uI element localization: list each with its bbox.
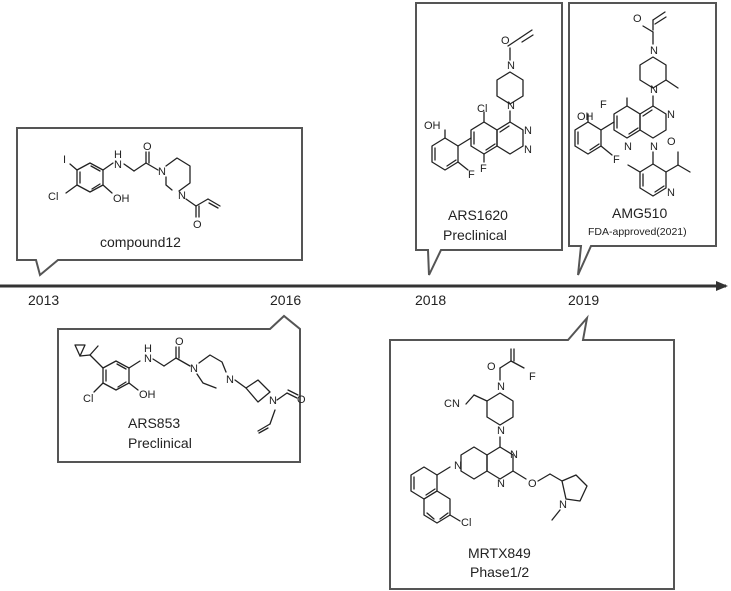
atom-acryl-oxygen: O (501, 35, 510, 47)
ars853-name: ARS853 (128, 415, 180, 431)
amg510-structure: O N N N O N N F (574, 11, 691, 199)
atom-ether-oxygen: O (528, 478, 537, 490)
atom-pyrimidine-n1: N (510, 449, 518, 461)
compound12-callout (16, 127, 303, 277)
mrtx849-callout (389, 314, 675, 590)
ars1620-callout (415, 2, 563, 276)
atom-piperazine-n2: N (507, 100, 515, 112)
mrtx849-status: Phase1/2 (470, 564, 529, 580)
atom-nh-h: H (114, 149, 122, 161)
atom-pyrimidine-n: N (667, 109, 675, 121)
year-2018: 2018 (415, 292, 446, 308)
atom-piperazine-n2: N (226, 374, 234, 386)
ars853-card: Cl OH H N O N N N O (57, 314, 306, 463)
ars1620-card: O N N N N Cl F OH (415, 2, 563, 276)
year-2016: 2016 (270, 292, 301, 308)
ars1620-name: ARS1620 (448, 207, 508, 223)
atom-nitrile: CN (444, 398, 460, 410)
atom-acryl-oxygen: O (633, 13, 642, 25)
atom-hydroxyl: OH (139, 389, 156, 401)
atom-pyrrolidine-n: N (559, 499, 567, 511)
amg510-card: O N N N O N N F (568, 2, 717, 276)
compound12-name: compound12 (100, 234, 181, 250)
atom-acryl-oxygen: O (487, 361, 496, 373)
year-2019: 2019 (568, 292, 599, 308)
amg510-name: AMG510 (612, 205, 667, 221)
mrtx849-card: O F N CN N N N N O N (389, 314, 675, 590)
atom-nh-n: N (114, 159, 122, 171)
atom-fluorine-phenyl: F (468, 169, 475, 181)
atom-piperazine-n2: N (497, 425, 505, 437)
ars853-status: Preclinical (128, 435, 192, 451)
year-2013: 2013 (28, 292, 59, 308)
atom-fluorine-phenyl: F (613, 154, 620, 166)
atom-fluorine: F (529, 371, 536, 383)
atom-quinazoline-n1: N (524, 125, 532, 137)
compound12-structure: I Cl OH H N O N N O (48, 141, 221, 231)
ars1620-structure: O N N N N Cl F OH (424, 29, 534, 181)
atom-hydroxyl: OH (424, 120, 441, 132)
compound12-card: I Cl OH H N O N N O (16, 127, 303, 277)
atom-pyrimidinone-n: N (650, 141, 658, 153)
atom-pyridine-n: N (624, 141, 632, 153)
atom-fluorine: F (480, 163, 487, 175)
atom-iodine: I (63, 154, 66, 166)
ars1620-status: Preclinical (443, 227, 507, 243)
amg510-callout (568, 2, 717, 276)
atom-oxygen: O (143, 141, 152, 153)
atom-nh-n: N (144, 353, 152, 365)
atom-chlorine: Cl (477, 103, 487, 115)
atom-oxygen: O (175, 336, 184, 348)
atom-pyridine-n2: N (667, 187, 675, 199)
atom-piperazine-n2: N (178, 190, 186, 202)
atom-carbonyl-oxygen: O (667, 136, 676, 148)
atom-piperazine-n1: N (497, 381, 505, 393)
mrtx849-name: MRTX849 (468, 545, 531, 561)
atom-chlorine: Cl (83, 393, 93, 405)
atom-hydroxyl: OH (113, 193, 130, 205)
atom-hydroxyl: OH (577, 111, 594, 123)
atom-quinazoline-n2: N (524, 144, 532, 156)
atom-piperazine-n2: N (650, 84, 658, 96)
ars853-callout (57, 314, 301, 463)
atom-acryl-oxygen: O (193, 219, 202, 231)
atom-nh-h: H (144, 343, 152, 355)
atom-fluorine: F (600, 99, 607, 111)
atom-piperazine-n1: N (650, 45, 658, 57)
atom-piperazine-n1: N (190, 363, 198, 375)
atom-pyrimidine-n2: N (497, 478, 505, 490)
atom-acryl-oxygen: O (297, 394, 306, 406)
atom-piperazine-n1: N (158, 166, 166, 178)
atom-piperazine-n1: N (507, 60, 515, 72)
mrtx849-structure: O F N CN N N N N O N (410, 348, 588, 529)
atom-azetidine-n: N (269, 395, 277, 407)
atom-chlorine: Cl (48, 191, 58, 203)
ars853-structure: Cl OH H N O N N N O (74, 336, 306, 434)
atom-chlorine: Cl (461, 517, 471, 529)
atom-piperidine-n: N (454, 460, 462, 472)
amg510-status: FDA-approved(2021) (588, 226, 687, 238)
